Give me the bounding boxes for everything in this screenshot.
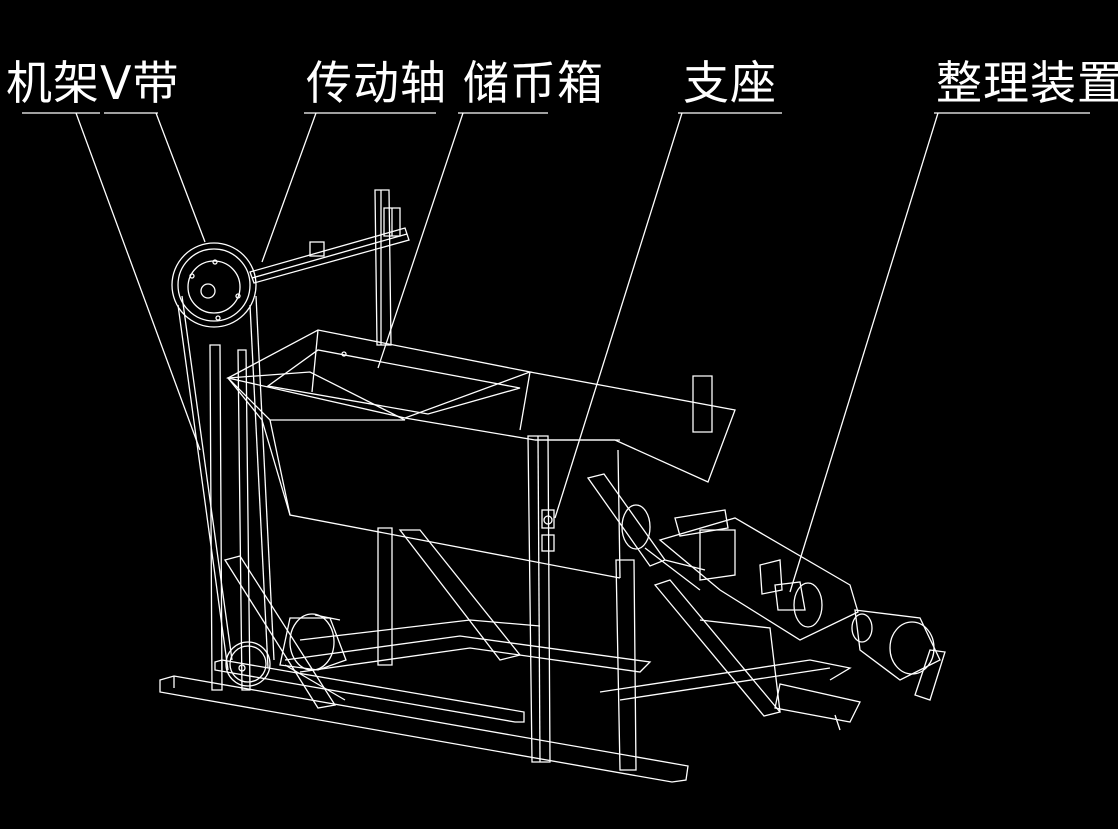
base-frame <box>159 619 861 783</box>
diagonal-braces <box>223 473 782 717</box>
upright-posts <box>209 189 713 771</box>
label-support: 支座 <box>683 56 777 110</box>
drive-shaft <box>249 207 410 284</box>
label-drive-shaft: 传动轴 <box>306 56 447 110</box>
motor-left <box>279 613 347 671</box>
belt-drive <box>171 242 275 687</box>
label-frame-vbelt: 机架V带 <box>6 56 180 110</box>
sorting-device <box>644 509 946 701</box>
coin-box <box>226 329 736 579</box>
label-sorting-device: 整理装置 <box>936 56 1118 110</box>
leader-lines <box>75 112 939 593</box>
support-bracket <box>541 504 651 552</box>
label-coin-box: 储币箱 <box>463 56 604 110</box>
